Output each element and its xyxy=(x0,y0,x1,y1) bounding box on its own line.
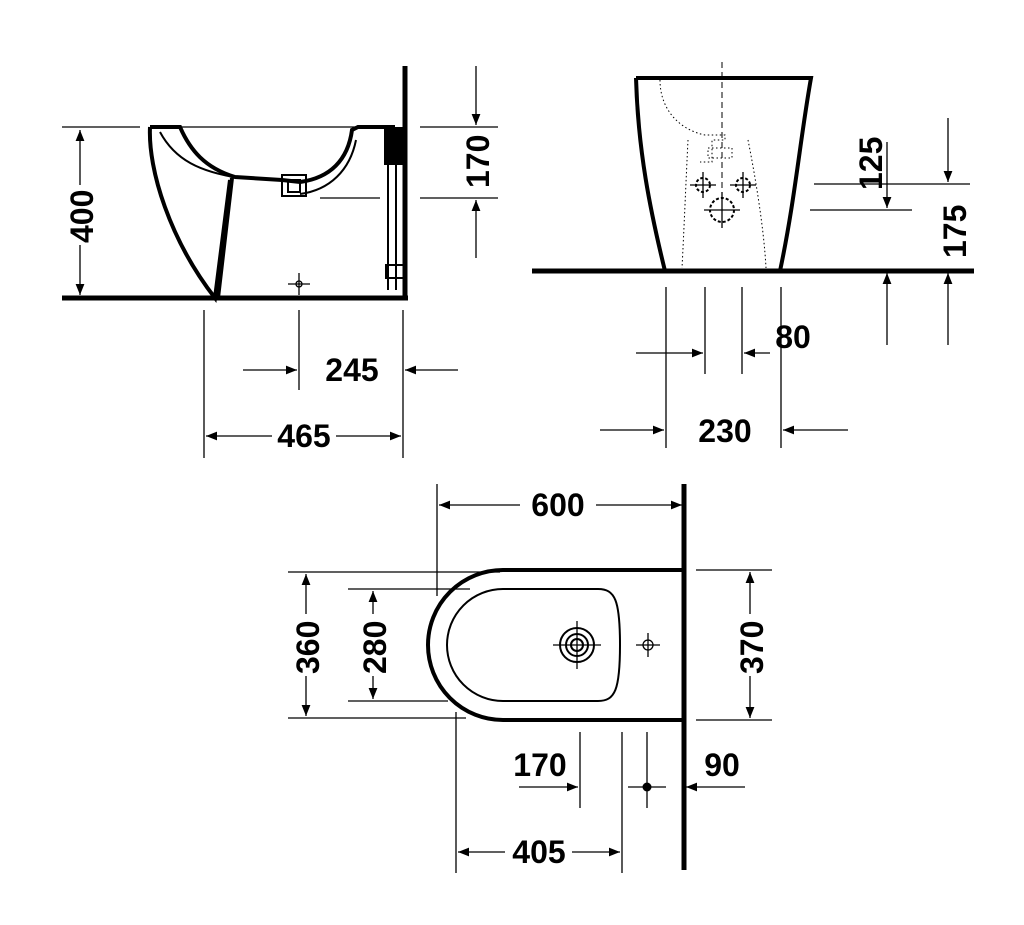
front-inner-bowl-dotted xyxy=(659,79,767,269)
dim-360-label: 360 xyxy=(290,621,326,674)
side-outlet-fitting xyxy=(281,174,307,197)
front-fixing-right xyxy=(730,172,756,198)
top-inner-bowl xyxy=(446,588,622,702)
dim-370-label: 370 xyxy=(734,621,770,674)
front-outlet-circle xyxy=(704,192,740,228)
side-view: 400 170 245 465 xyxy=(60,66,498,458)
top-view: 600 360 280 370 170 xyxy=(288,484,772,873)
front-fixing-left xyxy=(690,172,716,198)
top-outer-outline xyxy=(426,568,684,722)
side-bidet-outline xyxy=(147,125,395,304)
top-tap-hole xyxy=(636,633,660,657)
side-fixing-cross xyxy=(288,273,310,295)
dim-245-label: 245 xyxy=(325,352,378,388)
dim-405-label: 405 xyxy=(512,834,565,870)
dim-170-side-label: 170 xyxy=(460,135,496,188)
side-wall-bracket xyxy=(384,127,404,165)
top-outlet-target xyxy=(553,621,601,669)
dim-175-label: 175 xyxy=(937,205,973,258)
dim-90-label: 90 xyxy=(704,747,740,783)
front-bidet-outline xyxy=(634,76,814,272)
dim-230-label: 230 xyxy=(698,413,751,449)
side-bowl-inner xyxy=(159,131,357,195)
dim-400-label: 400 xyxy=(64,190,100,243)
dim-280-label: 280 xyxy=(357,621,393,674)
dim-170-top-label: 170 xyxy=(513,747,566,783)
front-view: 125 175 80 230 xyxy=(532,62,974,449)
dim-80-label: 80 xyxy=(775,319,811,355)
dim-600-label: 600 xyxy=(531,487,584,523)
side-rear-pipe xyxy=(385,165,405,290)
top-floor-fixing-point xyxy=(628,782,666,792)
dim-465-label: 465 xyxy=(277,418,330,454)
dim-125-label: 125 xyxy=(853,137,889,190)
